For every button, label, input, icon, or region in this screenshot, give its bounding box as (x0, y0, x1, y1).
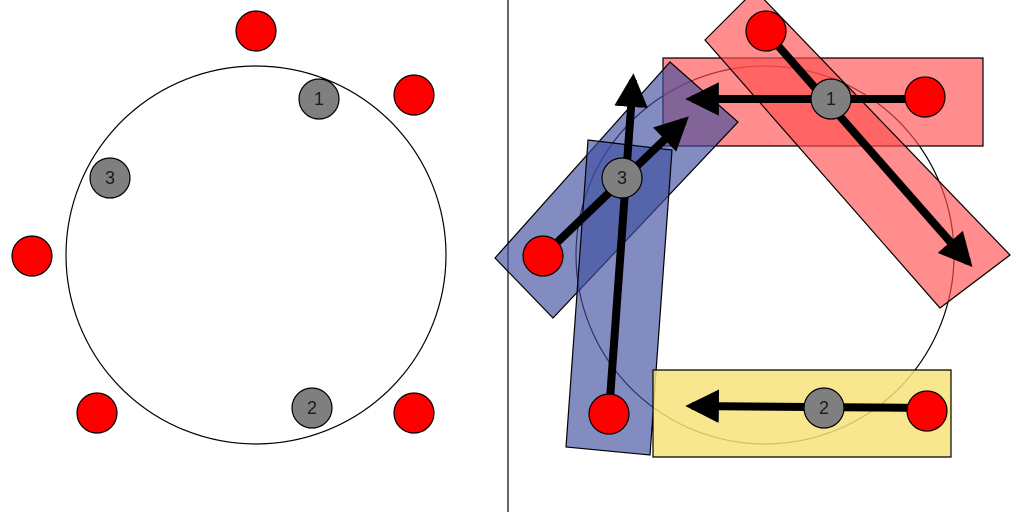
left-node-3-label: 3 (105, 168, 115, 188)
right-node-2-label: 2 (819, 398, 829, 418)
right-red-dot (522, 235, 564, 277)
left-node-2: 2 (291, 387, 333, 429)
right-node-3: 3 (601, 157, 643, 199)
left-red-dot (393, 74, 435, 116)
right-node-2: 2 (803, 387, 845, 429)
right-red-dot (906, 390, 948, 432)
red-band-diagonal (704, 0, 1011, 309)
right-red-dot (745, 10, 787, 52)
arrow-3-up (605, 73, 648, 414)
left-red-dot (76, 392, 118, 434)
left-node-2-label: 2 (307, 398, 317, 418)
right-red-dot (904, 76, 946, 118)
right-panel: 1 2 3 (494, 0, 1011, 458)
right-node-1: 1 (810, 78, 852, 120)
arrow-1-diagonal (762, 29, 973, 268)
right-red-dot (588, 393, 630, 435)
right-node-3-label: 3 (617, 168, 627, 188)
left-red-dot (393, 392, 435, 434)
left-panel: 1 2 3 (11, 10, 447, 445)
left-red-dot (235, 10, 277, 52)
left-node-1: 1 (298, 78, 340, 120)
yellow-band (652, 369, 952, 458)
right-node-1-label: 1 (826, 89, 836, 109)
left-red-dot (11, 235, 53, 277)
left-node-1-label: 1 (314, 89, 324, 109)
left-ring (65, 65, 447, 445)
left-node-3: 3 (89, 157, 131, 199)
